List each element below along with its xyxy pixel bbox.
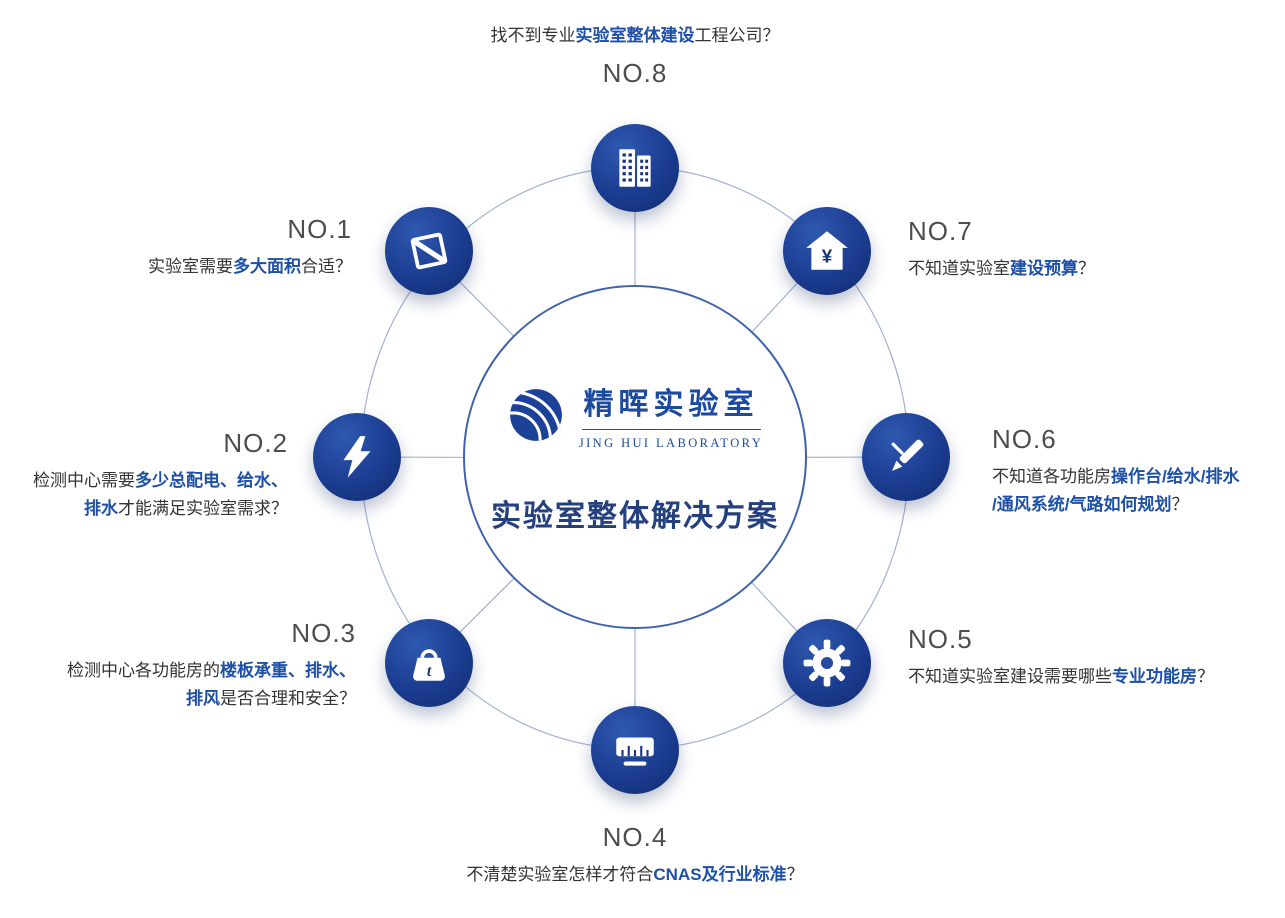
desc-highlight: 排水: [84, 499, 118, 518]
item-description: 不知道各功能房操作台/给水/排水 /通风系统/气路如何规划？: [992, 463, 1239, 519]
desc-text: ？: [786, 865, 804, 884]
gear-icon: [803, 639, 851, 687]
desc-highlight: 操作台/给水/排水: [1111, 467, 1240, 486]
desc-highlight: 楼板承重、排水、: [220, 661, 356, 680]
item-description: 检测中心各功能房的楼板承重、排水、 排风是否合理和安全？: [67, 657, 356, 713]
item-number: NO.1: [287, 214, 352, 244]
item-number: NO.8: [602, 58, 668, 88]
item-number: NO.4: [602, 822, 668, 852]
desc-text: 不知道各功能房: [992, 467, 1111, 486]
label-no5: NO.5 不知道实验室建设需要哪些专业功能房？: [908, 624, 1214, 691]
item-description: 检测中心需要多少总配电、给水、 排水才能满足实验室需求？: [33, 467, 288, 523]
desc-highlight: 多少总配电、给水、: [135, 471, 288, 490]
desc-text: 检测中心各功能房的: [67, 661, 220, 680]
desc-highlight: /通风系统/气路如何规划: [992, 495, 1172, 514]
item-number: NO.3: [291, 618, 356, 648]
label-no4: NO.4 不清楚实验室怎样才符合CNAS及行业标准？: [385, 822, 885, 889]
desc-highlight: 专业功能房: [1112, 667, 1197, 686]
desc-text: 实验室需要: [148, 257, 233, 276]
node-no5: [783, 619, 871, 707]
item-number: NO.2: [223, 428, 288, 458]
desc-highlight: 实验室整体建设: [575, 26, 695, 45]
brand-name-cn: 精晖实验室: [581, 379, 761, 430]
logo-swoosh-icon: [509, 389, 562, 441]
desc-text: 不知道实验室: [908, 259, 1010, 278]
item-description: 找不到专业实验室整体建设工程公司？: [385, 22, 885, 50]
item-description: 实验室需要多大面积合适？: [148, 253, 352, 281]
item-number: NO.6: [992, 424, 1057, 454]
desc-text: 工程公司？: [694, 26, 780, 45]
node-no8: [591, 124, 679, 212]
node-no7: ¥: [783, 207, 871, 295]
area-measure-icon: [410, 232, 448, 270]
desc-highlight: CNAS及行业标准: [653, 865, 787, 884]
label-no3: NO.3 检测中心各功能房的楼板承重、排水、 排风是否合理和安全？: [67, 618, 356, 713]
item-description: 不知道实验室建设需要哪些专业功能房？: [908, 663, 1214, 691]
desc-text: 才能满足实验室需求？: [118, 499, 288, 518]
brand-name-en: JING HUI LABORATORY: [578, 436, 764, 450]
house-budget-icon: ¥: [806, 231, 848, 270]
node-no6: [862, 413, 950, 501]
weight-icon: t: [413, 649, 445, 681]
ton-glyph: t: [427, 663, 432, 680]
label-no1: NO.1 实验室需要多大面积合适？: [148, 214, 352, 281]
desc-text: 不知道实验室建设需要哪些: [908, 667, 1112, 686]
label-no8: 找不到专业实验室整体建设工程公司？ NO.8: [385, 22, 885, 89]
item-number: NO.7: [908, 216, 973, 246]
desc-highlight: 排风: [186, 689, 220, 708]
yen-glyph: ¥: [822, 245, 833, 266]
solution-title: 实验室整体解决方案: [491, 500, 779, 533]
label-no6: NO.6 不知道各功能房操作台/给水/排水 /通风系统/气路如何规划？: [992, 424, 1239, 519]
building-icon: [619, 149, 651, 187]
ruler-icon: [616, 737, 654, 766]
label-no2: NO.2 检测中心需要多少总配电、给水、 排水才能满足实验室需求？: [33, 428, 288, 523]
label-no7: NO.7 不知道实验室建设预算？: [908, 216, 1095, 283]
item-description: 不清楚实验室怎样才符合CNAS及行业标准？: [385, 861, 885, 889]
desc-text: 检测中心需要: [33, 471, 135, 490]
desc-highlight: 建设预算: [1010, 259, 1078, 278]
node-no4: [591, 706, 679, 794]
brand-name: 精晖实验室 JING HUI LABORATORY: [579, 379, 763, 451]
node-no1: [385, 207, 473, 295]
desc-text: ？: [1078, 259, 1095, 278]
item-description: 不知道实验室建设预算？: [908, 255, 1095, 283]
node-no2: [313, 413, 401, 501]
desc-text: 合适？: [301, 257, 352, 276]
desc-text: ？: [1197, 667, 1214, 686]
center-solution-circle: 精晖实验室 JING HUI LABORATORY 实验室整体解决方案: [463, 285, 807, 629]
lightning-icon: [343, 436, 371, 478]
brand-logo: 精晖实验室 JING HUI LABORATORY: [507, 379, 763, 451]
desc-text: 是否合理和安全？: [220, 689, 356, 708]
item-number: NO.5: [908, 624, 973, 654]
desc-text: 找不到专业: [490, 26, 576, 45]
desc-text: ？: [1171, 495, 1189, 514]
desc-text: 不清楚实验室怎样才符合: [466, 865, 654, 884]
node-no3: t: [385, 619, 473, 707]
pen-icon: [891, 439, 924, 471]
desc-highlight: 多大面积: [233, 257, 301, 276]
